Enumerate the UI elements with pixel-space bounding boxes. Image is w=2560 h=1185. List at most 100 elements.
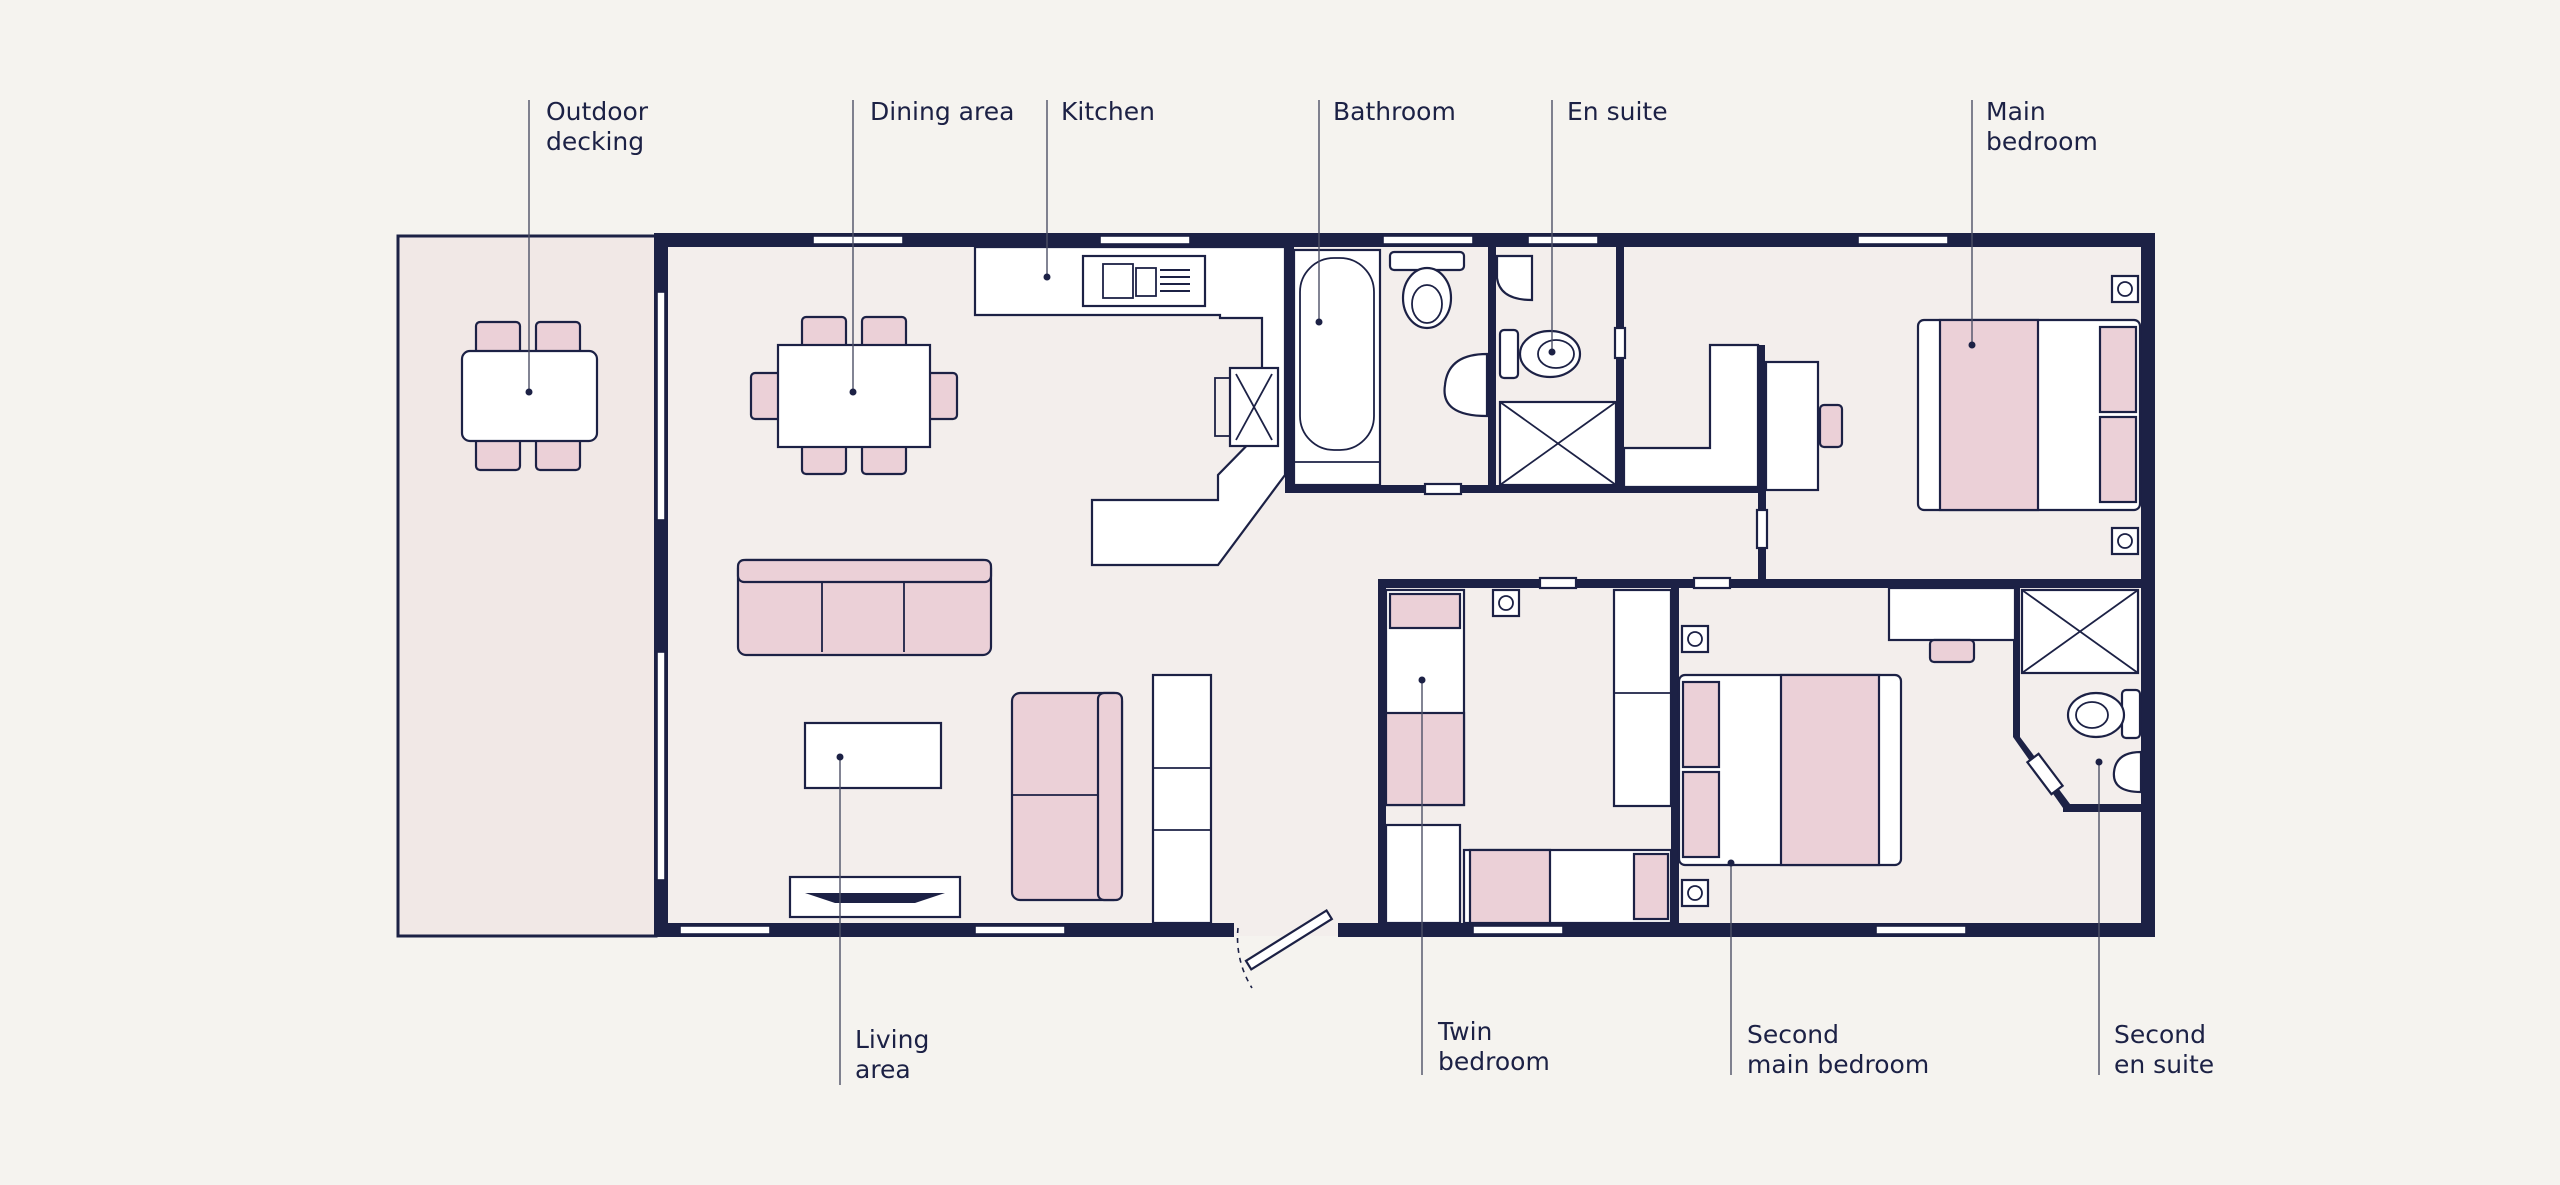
bed-cover (1938, 318, 2040, 512)
outdoor-decking-floor (396, 234, 658, 938)
lamp (1687, 885, 1703, 901)
bedside-table (1680, 624, 1710, 654)
chair (474, 320, 522, 356)
dressing-area (1622, 343, 1844, 492)
label-outdoor-decking: Outdoor decking (546, 97, 656, 156)
wall-bath-block-bottom (1285, 485, 1765, 493)
stool (1928, 638, 1976, 664)
wardrobe (1622, 343, 1760, 489)
oven-hob (1235, 373, 1273, 441)
outer-wall-bottom-left (656, 923, 1234, 937)
window (1857, 235, 1949, 245)
leader-lines (525, 100, 2103, 1085)
pillow (2098, 415, 2138, 504)
window (974, 925, 1066, 935)
wall-bathroom-en-suite (1488, 247, 1496, 491)
sink-bowl (1102, 263, 1134, 299)
chair (925, 371, 959, 421)
wall-corridor-right (1758, 485, 1766, 510)
toilet-cistern (1498, 328, 1520, 380)
wall-twin-left (1378, 579, 1386, 930)
label-en-suite: En suite (1567, 97, 1668, 126)
door (1423, 482, 1463, 496)
wash-basin (2112, 750, 2143, 794)
chair (534, 436, 582, 472)
window-patio (656, 291, 666, 521)
chair (534, 320, 582, 356)
doors (1236, 326, 2065, 989)
wall-twin-right (1671, 579, 1679, 930)
wall-en-suite-right (1616, 247, 1624, 327)
wall-corridor-bottom (1378, 579, 2153, 588)
label-main-bedroom: Main bedroom (1986, 97, 2098, 156)
door (1613, 326, 1627, 360)
window (1099, 235, 1191, 245)
pillow (1681, 770, 1721, 859)
wall-corridor-right-lower (1758, 548, 1766, 586)
wall-wardrobe-right (1758, 345, 1765, 490)
shower-tray-line (2021, 589, 2139, 674)
door (1755, 508, 1769, 550)
dining-set (749, 315, 959, 476)
armchair-sofa-back (1096, 691, 1124, 902)
wall-second-en-suite-bottom (2063, 804, 2145, 812)
second-en-suite-fixtures (2020, 588, 2143, 794)
label-second-main-bedroom: Second main bedroom (1747, 1020, 1929, 1079)
shower-tray-line (1499, 401, 1617, 486)
living-furniture (736, 558, 1213, 925)
bedside-unit (1384, 823, 1462, 925)
label-dining-area: Dining area (870, 97, 1014, 126)
label-kitchen: Kitchen (1061, 97, 1155, 126)
room-labels: Outdoor decking Dining area Kitchen Bath… (546, 97, 2214, 1084)
chair (474, 436, 522, 472)
oven-door (1214, 377, 1231, 437)
label-twin-bedroom: Twin bedroom (1437, 1017, 1550, 1076)
label-bathroom: Bathroom (1333, 97, 1456, 126)
pillow (1632, 852, 1670, 921)
wardrobe (1612, 588, 1673, 808)
windows (656, 235, 1967, 935)
outer-wall-bottom-right (1338, 923, 2153, 937)
window (1472, 925, 1564, 935)
outdoor-dining-set (460, 320, 599, 472)
window (1875, 925, 1967, 935)
toilet-seat (2075, 701, 2109, 729)
window (812, 235, 904, 245)
sink (1081, 254, 1207, 308)
wash-basin (1495, 254, 1534, 302)
pillow (2098, 325, 2138, 414)
bed-cover (1384, 711, 1466, 807)
chair (749, 371, 783, 421)
wall-bathroom-left (1285, 247, 1294, 491)
second-main-bedroom-furniture (1677, 586, 2017, 908)
window-patio (656, 651, 666, 881)
label-second-en-suite: Second en suite (2114, 1020, 2214, 1079)
lamp (1498, 595, 1514, 611)
lamp (1687, 631, 1703, 647)
kitchen-counter (973, 245, 1287, 567)
dressing-table (1764, 360, 1820, 492)
bed-cover (1779, 673, 1881, 867)
bed-cover (1468, 848, 1552, 925)
entrance-door-swing (1236, 927, 1253, 989)
drainer (1160, 269, 1190, 292)
bathtub (1292, 248, 1382, 487)
dressing-table (1887, 586, 2017, 642)
entrance-door (1244, 909, 1334, 971)
twin-bedroom-furniture (1384, 588, 1673, 925)
coffee-table (803, 721, 943, 790)
bathtub-basin (1299, 257, 1375, 451)
sideboard (1151, 673, 1213, 925)
sink-bowl (1135, 267, 1157, 297)
bedside-table (1680, 878, 1710, 908)
toilet-seat (1537, 339, 1575, 369)
door (1538, 576, 1578, 590)
toilet-bowl (1401, 266, 1453, 330)
stool (1818, 403, 1844, 449)
door (1692, 576, 1732, 590)
door (2025, 752, 2065, 796)
window (679, 925, 771, 935)
bedside-table (1491, 588, 1521, 618)
sofa-back (736, 558, 993, 584)
